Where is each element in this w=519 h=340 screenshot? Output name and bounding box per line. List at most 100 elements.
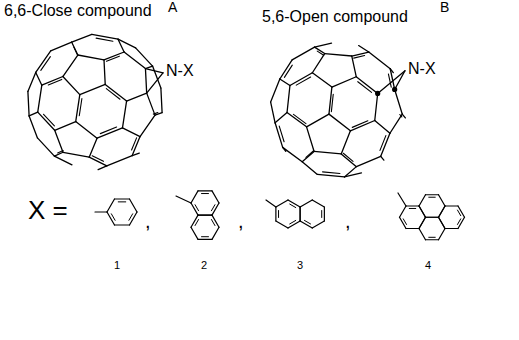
structure-label: N-X bbox=[408, 60, 436, 78]
bond-line bbox=[41, 57, 51, 71]
bond-line bbox=[191, 203, 198, 215]
bond-line bbox=[55, 130, 63, 152]
bond-line bbox=[358, 82, 372, 93]
bond-line bbox=[354, 56, 365, 59]
bond-line bbox=[76, 95, 80, 122]
bond-line bbox=[54, 156, 72, 165]
structure-label: , bbox=[345, 210, 351, 232]
bond-line bbox=[419, 217, 426, 228]
bond-line bbox=[457, 210, 460, 216]
structure-label: , bbox=[238, 210, 244, 232]
bond-line bbox=[312, 73, 332, 87]
bond-line bbox=[426, 217, 439, 218]
bond-line bbox=[306, 151, 314, 158]
bond-line bbox=[296, 77, 310, 85]
bond-line bbox=[314, 151, 341, 153]
bond-line bbox=[276, 200, 288, 207]
bond-line bbox=[48, 79, 61, 85]
bond-line bbox=[293, 114, 305, 123]
fullerene-cage bbox=[271, 43, 406, 177]
bond-line bbox=[79, 99, 82, 116]
bond-line bbox=[29, 112, 38, 116]
structure-label: N-X bbox=[166, 62, 194, 80]
bond-line bbox=[111, 214, 115, 220]
bond-line bbox=[439, 229, 446, 240]
bond-line bbox=[95, 211, 107, 212]
structure-label: 2 bbox=[201, 259, 207, 271]
bond-line bbox=[307, 114, 329, 127]
bond-line bbox=[290, 73, 312, 86]
bond-line bbox=[105, 84, 126, 101]
bond-line bbox=[130, 212, 138, 225]
bond-line bbox=[302, 162, 317, 175]
bond-line bbox=[402, 114, 405, 118]
bond-line bbox=[300, 207, 301, 221]
bond-line bbox=[395, 89, 403, 114]
aryl-structures bbox=[95, 191, 465, 240]
bond-line bbox=[212, 215, 219, 227]
bond-line bbox=[409, 208, 415, 209]
bond-line bbox=[106, 56, 119, 61]
bond-line bbox=[439, 195, 446, 206]
bond-line bbox=[276, 221, 288, 228]
bond-line bbox=[395, 71, 405, 90]
bond-line bbox=[118, 201, 125, 202]
bond-line bbox=[44, 114, 55, 126]
bond-line bbox=[352, 121, 368, 128]
bond-line bbox=[406, 228, 419, 229]
bond-line bbox=[352, 56, 356, 77]
structure-label: X = bbox=[28, 196, 68, 225]
bond-line bbox=[29, 116, 37, 138]
bond-line bbox=[307, 127, 315, 152]
bond-line bbox=[331, 94, 333, 111]
bond-line bbox=[107, 212, 115, 225]
bond-line bbox=[107, 199, 115, 212]
bond-line bbox=[378, 71, 405, 94]
bond-line bbox=[350, 121, 374, 131]
bond-line bbox=[287, 85, 290, 112]
bond-line bbox=[275, 113, 287, 123]
bond-line bbox=[381, 156, 384, 160]
bond-line bbox=[356, 77, 377, 94]
bond-line bbox=[359, 46, 369, 52]
bond-line bbox=[38, 85, 42, 112]
bond-line bbox=[212, 203, 219, 215]
bond-line bbox=[381, 133, 390, 156]
bond-line bbox=[191, 215, 198, 227]
bond-line bbox=[36, 72, 42, 85]
bond-line bbox=[445, 205, 458, 206]
bond-line bbox=[290, 220, 296, 224]
bond-line bbox=[78, 55, 104, 60]
bond-line bbox=[37, 138, 54, 156]
structure-label: 1 bbox=[114, 259, 120, 271]
bond-line bbox=[292, 47, 314, 60]
bond-line bbox=[439, 206, 446, 217]
bond-line bbox=[195, 205, 199, 211]
bond-line bbox=[266, 200, 276, 207]
bond-line bbox=[72, 34, 92, 42]
bond-line bbox=[317, 174, 344, 176]
bond-line bbox=[129, 214, 133, 220]
bond-line bbox=[28, 72, 36, 91]
bond-line bbox=[145, 69, 163, 73]
bond-line bbox=[212, 191, 219, 203]
bond-line bbox=[290, 204, 296, 208]
bond-line bbox=[458, 217, 465, 228]
bond-line bbox=[426, 194, 439, 195]
bond-line bbox=[211, 219, 215, 225]
bond-line bbox=[63, 55, 78, 77]
bond-line bbox=[445, 228, 458, 229]
bond-line bbox=[280, 60, 292, 79]
bond-line bbox=[398, 193, 406, 206]
bond-line bbox=[284, 65, 292, 77]
bond-line bbox=[312, 200, 324, 207]
bond-line bbox=[176, 196, 191, 203]
bond-line bbox=[419, 195, 426, 206]
bond-line bbox=[195, 219, 199, 225]
bond-line bbox=[42, 77, 63, 86]
bond-line bbox=[28, 91, 29, 116]
bond-line bbox=[325, 54, 352, 56]
structure-label: 5,6-Open compound bbox=[262, 8, 408, 26]
